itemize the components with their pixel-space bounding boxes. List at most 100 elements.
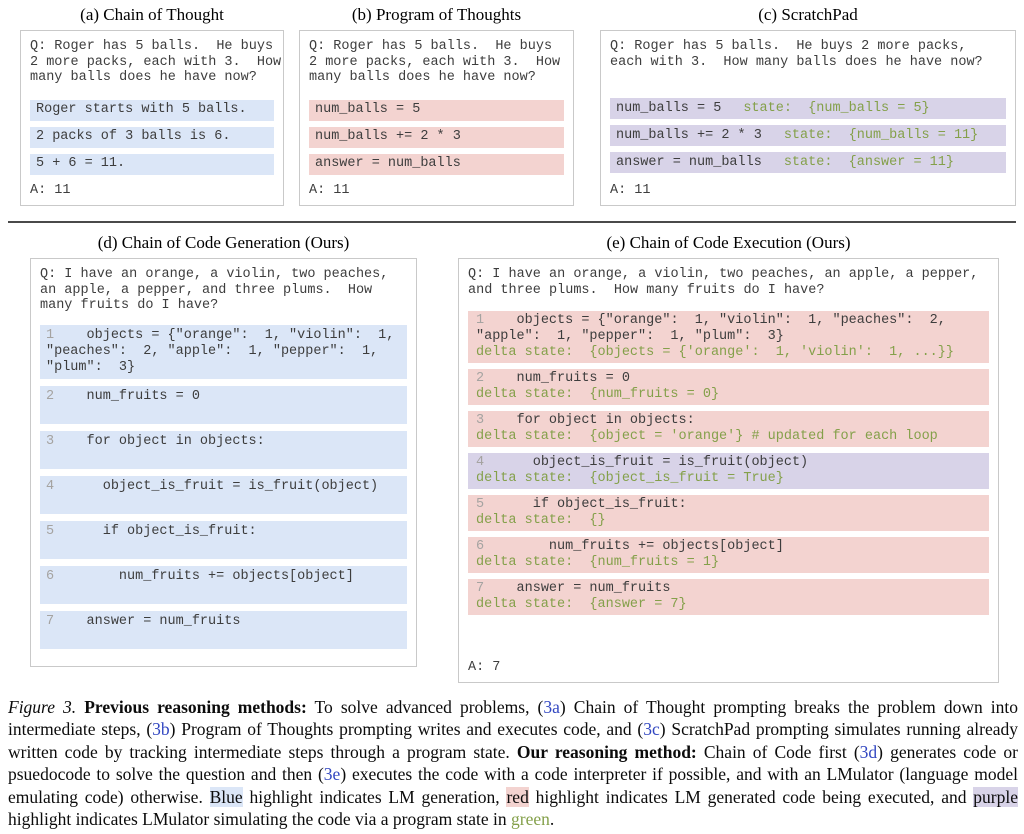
code-text: num_fruits = 0 — [484, 371, 630, 386]
panel-title-d: (d) Chain of Code Generation (Ours) — [97, 233, 350, 252]
line-number: 7 — [46, 613, 55, 629]
caption-segment: Figure 3. — [8, 697, 77, 717]
line-number: 6 — [476, 539, 485, 554]
answer-text: A: 11 — [309, 183, 350, 198]
code-line: num_balls = 5 state: {num_balls = 5} — [616, 101, 1000, 117]
code-text: for object in objects: — [54, 433, 265, 449]
code-text: object_is_fruit = is_fruit(object) — [54, 478, 379, 494]
code-line: 7 answer = num_fruits — [46, 614, 401, 630]
code-line: 4 object_is_fruit = is_fruit(object) — [46, 479, 401, 495]
figure-caption: Figure 3. Previous reasoning methods: To… — [8, 696, 1018, 830]
caption-segment: Chain of Code first ( — [696, 741, 860, 762]
line-number: 7 — [476, 581, 485, 596]
code-row-3: 5 + 6 = 11. — [30, 153, 274, 175]
line-number: 4 — [46, 478, 55, 494]
caption-segment: ) Chain of Thought prompting breaks the … — [8, 697, 1019, 740]
code-text: objects = {"orange": 1, "violin": 1, — [54, 327, 395, 343]
code-line: 5 if object_is_fruit: — [46, 524, 401, 540]
panel-box-d: Q: I have an orange, a violin, two peach… — [30, 258, 417, 667]
caption-segment: ) executes the code with a code interpre… — [8, 764, 1018, 807]
code-text: answer = num_balls — [315, 156, 461, 171]
state-text: state: {answer = 11} — [783, 154, 954, 170]
caption-segment: Our reasoning method: — [516, 741, 697, 762]
code-line: 2 packs of 3 balls is 6. — [36, 129, 268, 145]
figure-ref-link[interactable]: 3d — [859, 741, 878, 762]
code-line: 2 num_fruits = 0 — [46, 389, 401, 405]
figure-ref-link[interactable]: 3a — [543, 697, 560, 717]
code-line: 3 for object in objects: — [476, 413, 981, 429]
answer-text: A: 11 — [30, 183, 71, 198]
figure-ref-link[interactable]: 3b — [152, 719, 170, 740]
caption-segment: ) generates code or psuedocode to solve … — [8, 741, 1018, 785]
code-row-2: 2 num_fruits = 0 — [40, 385, 407, 424]
code-row-7: 7 answer = num_fruits — [40, 610, 407, 649]
line-number: 3 — [46, 433, 55, 449]
panel-scratchpad: (c) ScratchPad Q: Roger has 5 balls. He … — [600, 4, 1016, 206]
code-line: 7 answer = num_fruits — [476, 581, 981, 597]
code-row-5: 5 if object_is_fruit: — [40, 520, 407, 559]
caption-segment: Previous reasoning methods: — [84, 697, 307, 717]
code-line: 5 if object_is_fruit: — [476, 497, 981, 513]
code-text: num_fruits += objects[object] — [484, 539, 784, 554]
code-text: num_balls += 2 * 3 — [616, 127, 762, 143]
panel-chain-of-thought: (a) Chain of Thought Q: Roger has 5 ball… — [20, 4, 284, 206]
delta-state-text: delta state: {} — [476, 513, 606, 528]
code-line-continuation: "apple": 1, "pepper": 1, "plum": 3} — [476, 329, 784, 344]
question-text: Q: Roger has 5 balls. He buys 2 more pac… — [309, 39, 561, 85]
panel-chain-of-code-execution: (e) Chain of Code Execution (Ours) Q: I … — [458, 232, 999, 683]
code-line: Roger starts with 5 balls. — [36, 102, 268, 118]
code-text: num_balls = 5 — [616, 100, 722, 116]
code-text: 2 packs of 3 balls is 6. — [36, 129, 231, 144]
question-text: Q: Roger has 5 balls. He buys 2 more pac… — [610, 39, 983, 70]
question-text: Q: I have an orange, a violin, two peach… — [40, 267, 389, 313]
caption-segment: red — [506, 786, 529, 807]
figure-ref-link[interactable]: 3c — [643, 719, 660, 740]
code-row-1: 1 objects = {"orange": 1, "violin": 1,"p… — [40, 324, 407, 379]
line-number: 1 — [46, 327, 55, 343]
state-text: state: {num_balls = 5} — [743, 100, 930, 116]
code-row-2: num_balls += 2 * 3 state: {num_balls = 11… — [610, 125, 1006, 146]
code-line: 6 num_fruits += objects[object] — [46, 569, 401, 585]
delta-state-text: delta state: {object_is_fruit = True} — [476, 471, 784, 486]
caption-segment: highlight indicates LM generated code be… — [528, 786, 974, 807]
line-number: 6 — [46, 568, 55, 584]
code-text: 5 + 6 = 11. — [36, 156, 126, 171]
caption-segment: To solve advanced problems, ( — [306, 697, 544, 717]
code-line-continuation: "peaches": 2, "apple": 1, "pepper": 1, — [46, 343, 379, 359]
caption-segment: highlight indicates LM generation, — [242, 786, 507, 807]
answer-text: A: 7 — [468, 660, 501, 675]
line-number: 5 — [476, 497, 485, 512]
line-number: 5 — [46, 523, 55, 539]
code-text: answer = num_fruits — [484, 581, 671, 596]
code-row-2: 2 packs of 3 balls is 6. — [30, 126, 274, 148]
figure-ref-link[interactable]: 3e — [323, 764, 341, 785]
code-row-3: 3 for object in objects:delta state: {ob… — [468, 411, 989, 447]
highlight-rows: 1 objects = {"orange": 1, "violin": 1,"p… — [40, 324, 407, 656]
state-text: state: {num_balls = 11} — [783, 127, 979, 143]
code-row-1: num_balls = 5 — [309, 99, 564, 121]
code-line: num_balls += 2 * 3 — [315, 129, 558, 145]
caption-segment: ) ScratchPad prompting simulates running… — [8, 719, 1018, 762]
answer-text: A: 11 — [610, 183, 651, 198]
line-number: 1 — [476, 313, 485, 328]
code-line: 3 for object in objects: — [46, 434, 401, 450]
question-text: Q: I have an orange, a violin, two peach… — [468, 267, 979, 298]
code-line-continuation: "plum": 3} — [46, 359, 136, 375]
code-text: num_balls = 5 — [315, 102, 421, 117]
code-row-4: 4 object_is_fruit = is_fruit(object) — [40, 475, 407, 514]
code-row-6: 6 num_fruits += objects[object] — [40, 565, 407, 604]
panel-chain-of-code-generation: (d) Chain of Code Generation (Ours) Q: I… — [30, 232, 417, 667]
code-text: objects = {"orange": 1, "violin": 1, "pe… — [484, 313, 946, 328]
code-row-5: 5 if object_is_fruit:delta state: {} — [468, 495, 989, 531]
highlight-rows: Roger starts with 5 balls. 2 packs of 3 b… — [30, 99, 274, 181]
line-number: 2 — [46, 388, 55, 404]
code-text: num_balls += 2 * 3 — [315, 129, 461, 144]
section-divider — [8, 221, 1016, 223]
caption-segment: purple — [973, 786, 1018, 807]
panel-title-e: (e) Chain of Code Execution (Ours) — [606, 233, 851, 252]
